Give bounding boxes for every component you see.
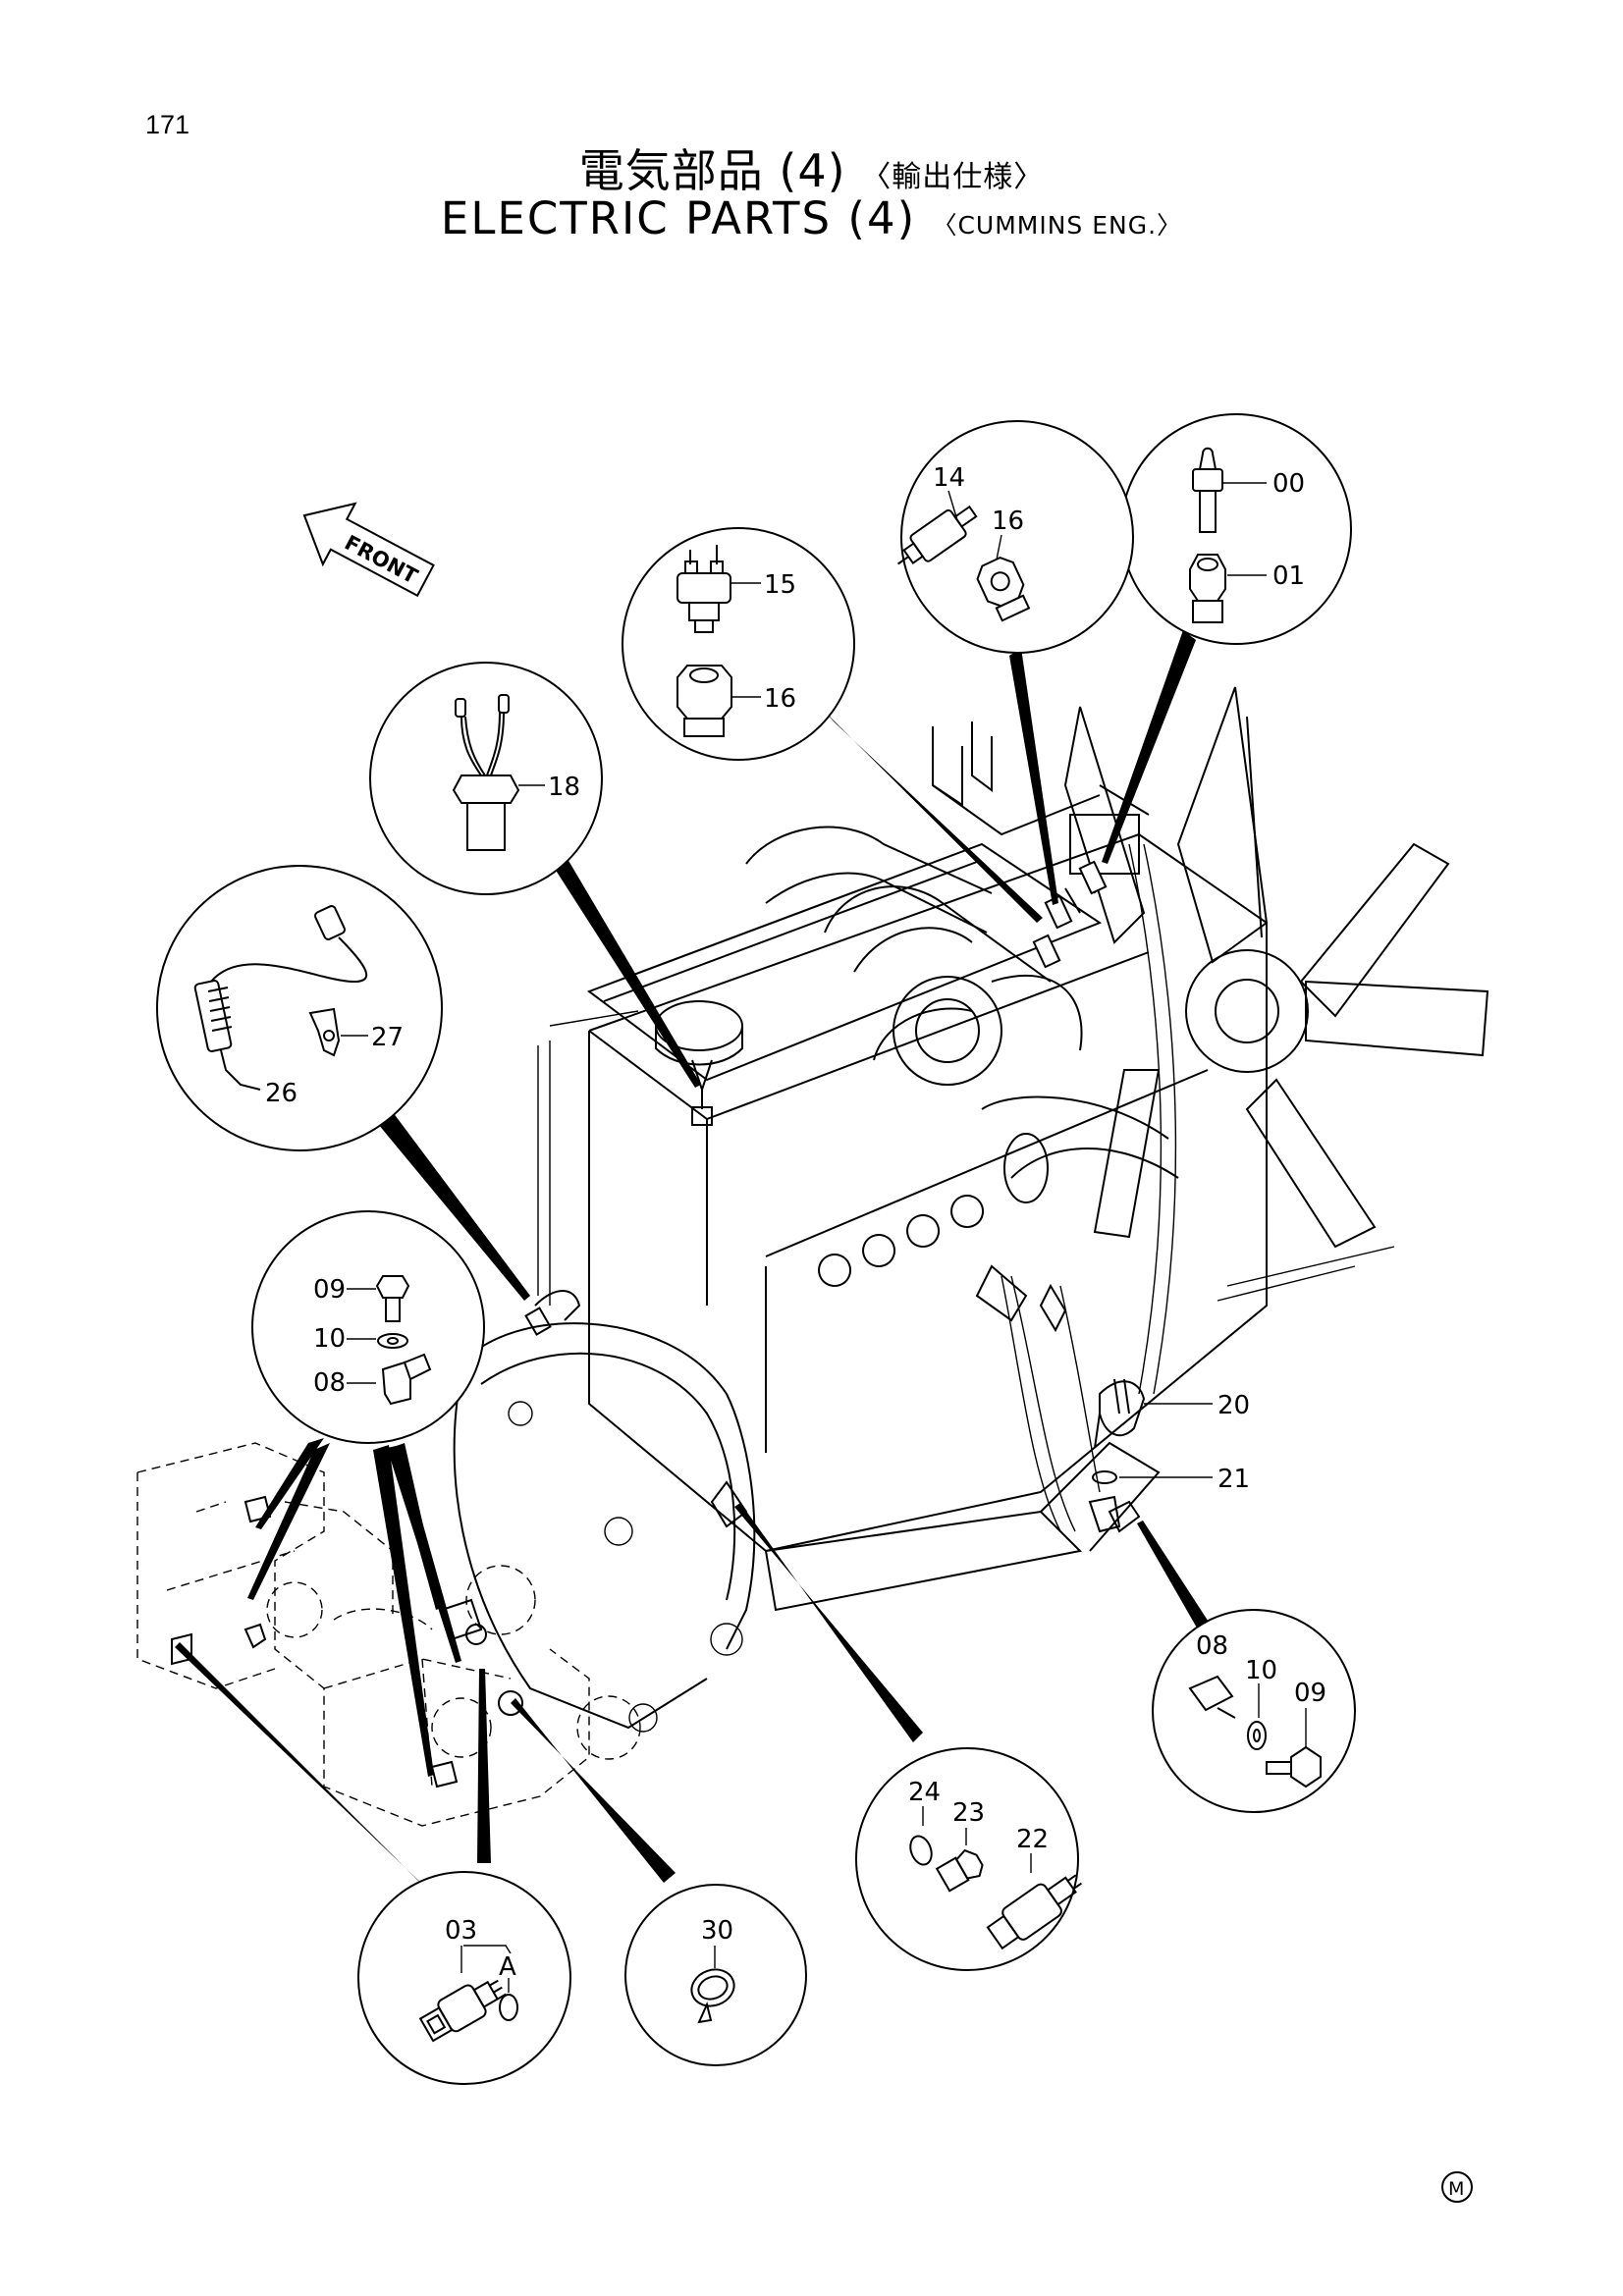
bolt-icon (1266, 1745, 1322, 1789)
title-jp-main: 電気部品 (4) (578, 144, 846, 197)
oil-pressure-switch-icon (676, 545, 731, 633)
page-title-jp: 電気部品 (4) 〈輸出仕様〉 (0, 135, 1623, 200)
callout-03: 03 (445, 1916, 477, 1946)
detail-circle-08-09-10-b: 08 10 09 (1152, 1609, 1356, 1813)
front-arrow-icon: FRONT (302, 502, 435, 598)
callout-26: 26 (265, 1079, 298, 1108)
speed-sensor-icon (193, 905, 368, 1091)
callout-24: 24 (908, 1778, 941, 1807)
detail-circle-03: 03 A (357, 1871, 571, 2085)
callout-16b: 16 (764, 684, 796, 714)
detail-circle-18: 18 (369, 662, 603, 895)
pressure-sensor-icon (986, 1874, 1083, 1950)
callout-27: 27 (371, 1023, 404, 1052)
hose-clamp-icon (690, 1968, 735, 2024)
callout-09a: 09 (313, 1275, 346, 1305)
o-ring-icon (909, 1835, 933, 1866)
callout-09b: 09 (1294, 1679, 1326, 1708)
page-title-en: ELECTRIC PARTS (4) 〈CUMMINS ENG.〉 (0, 192, 1623, 244)
title-jp-sub: 〈輸出仕様〉 (861, 160, 1045, 194)
callout-00: 00 (1272, 469, 1305, 499)
washer-icon (1247, 1721, 1267, 1750)
callout-22: 22 (1016, 1825, 1049, 1854)
page-number: 171 (145, 110, 190, 139)
callout-18: 18 (548, 773, 580, 802)
callout-a: A (499, 1952, 516, 1982)
callout-23: 23 (952, 1798, 985, 1828)
adapter-nut-icon (1189, 554, 1226, 623)
callout-01: 01 (1272, 561, 1305, 591)
mark-letter: M (1448, 2178, 1464, 2200)
fan-icon (1063, 686, 1489, 1249)
title-en-main: ELECTRIC PARTS (4) (440, 192, 917, 244)
detail-circle-22-23-24: 24 23 22 (855, 1747, 1083, 1971)
detail-circle-26-27: 27 26 (156, 865, 443, 1151)
adapter-icon (935, 1848, 984, 1893)
clip-icon (381, 1353, 432, 1406)
adapter-nut-icon (676, 665, 732, 737)
leader-wedges (175, 630, 1214, 1890)
pressure-switch-icon (418, 1979, 507, 2043)
front-label: FRONT (341, 531, 422, 589)
callout-15: 15 (764, 570, 796, 600)
detail-circle-14-16: 14 16 (897, 420, 1134, 654)
detail-circle-00-01: 00 01 (1120, 413, 1352, 645)
o-ring-icon (499, 1994, 518, 2021)
title-en-sub: 〈CUMMINS ENG.〉 (932, 211, 1183, 240)
adapter-nut-icon (976, 557, 1031, 622)
washer-icon (377, 1333, 408, 1349)
callout-16a: 16 (992, 507, 1024, 536)
bracket-icon (308, 1007, 341, 1057)
temp-sender-icon (452, 694, 520, 851)
circled-m-mark: M (1441, 2171, 1473, 2203)
bolt-icon (375, 1275, 410, 1322)
temp-switch-icon (897, 505, 978, 565)
callout-14: 14 (933, 463, 965, 493)
callout-30: 30 (701, 1916, 733, 1946)
callout-21: 21 (1217, 1465, 1250, 1494)
callout-10a: 10 (313, 1324, 346, 1354)
callout-10b: 10 (1245, 1656, 1277, 1685)
callout-08a: 08 (313, 1368, 346, 1398)
callout-20: 20 (1217, 1391, 1250, 1420)
detail-circle-30: 30 (624, 1884, 807, 2066)
clip-icon (1188, 1675, 1236, 1719)
detail-circle-08-09-10-a: 09 10 08 (251, 1210, 485, 1444)
detail-circle-20-21: 20 21 (1092, 1378, 1250, 1494)
callout-08b: 08 (1196, 1631, 1228, 1661)
detail-circle-15-16: 15 16 (622, 527, 855, 761)
glow-plug-icon (1192, 447, 1223, 533)
